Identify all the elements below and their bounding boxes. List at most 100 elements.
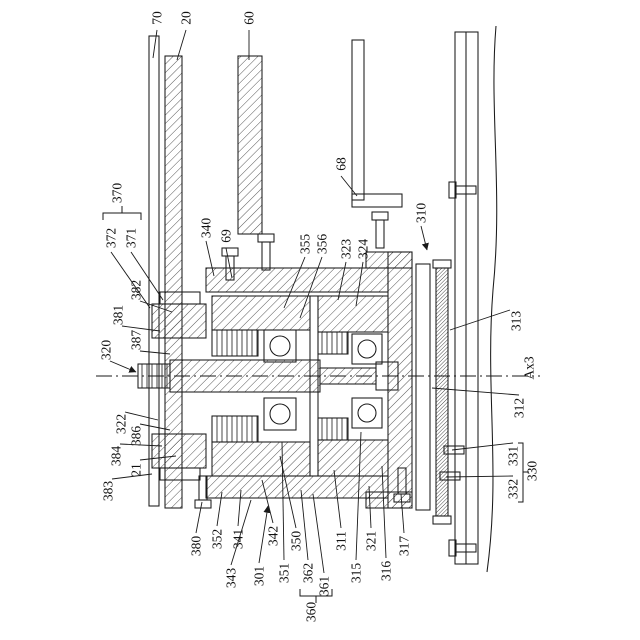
ref-label-60: 60 [242,11,257,60]
ref-number-381: 381 [111,305,126,325]
ref-number-324: 324 [356,239,371,260]
leader-line-343 [230,499,252,566]
leader-line-381 [121,325,161,332]
ref-number-317: 317 [397,536,412,557]
leader-line-371 [130,251,164,301]
ref-label-371: 371 [124,228,164,301]
brace-330 [518,442,529,503]
ref-label-312: 312 [431,387,527,418]
ref-label-21: 21 [129,455,177,477]
ref-number-343: 343 [224,568,239,589]
ref-number-362: 362 [301,563,316,583]
ref-label-68: 68 [334,157,358,197]
leader-line-310 [420,225,429,251]
ref-label-343: 343 [224,499,252,589]
ref-number-332: 332 [506,479,521,499]
ref-label-313: 313 [449,309,524,331]
plate-20 [164,55,183,509]
ref-label-352: 352 [210,491,225,549]
ref-label-362: 362 [300,489,316,583]
ref-label-301: 301 [252,505,271,586]
ref-number-301: 301 [252,566,267,586]
ref-label-316: 316 [379,465,394,582]
ref-number-68: 68 [334,157,349,171]
ref-number-382: 382 [129,280,144,300]
fastener-331 [443,445,465,455]
ref-number-361: 361 [317,576,332,596]
housing-plate-310 [365,251,413,509]
ref-number-380: 380 [189,536,204,557]
leader-line-342 [261,479,274,524]
ref-label-386: 386 [129,423,171,446]
leader-line-352 [216,491,223,527]
ref-number-316: 316 [379,561,394,582]
ref-number-311: 311 [334,531,349,551]
ref-number-387: 387 [129,330,144,351]
ref-label-382: 382 [129,280,173,313]
ref-number-384: 384 [109,446,124,467]
ref-number-312: 312 [512,398,527,418]
leader-line-351 [281,441,285,561]
leader-line-384 [119,443,163,447]
ref-label-330: 330 [525,461,540,482]
ref-label-370: 370 [110,183,125,204]
ref-number-370: 370 [110,183,125,204]
leader-line-321 [368,485,372,529]
ref-number-320: 320 [99,340,114,361]
base-plate-bolt-top [448,181,477,199]
ref-number-69: 69 [219,229,234,243]
ref-number-331: 331 [506,446,521,466]
ref-label-342: 342 [261,479,281,546]
ref-label-356: 356 [299,234,330,319]
ref-label-322: 322 [114,411,159,434]
leader-line-331 [451,442,514,451]
ref-label-323: 323 [337,239,354,301]
leader-line-372 [110,251,151,309]
leader-line-386 [139,423,171,431]
ref-number-340: 340 [199,218,214,239]
ref-label-20: 20 [176,11,194,61]
leader-line-315 [355,431,362,561]
ref-number-310: 310 [414,203,429,224]
ref-label-324: 324 [355,239,371,307]
ref-label-317: 317 [397,493,412,557]
ref-number-356: 356 [315,234,330,255]
ref-label-340: 340 [199,218,215,277]
strip-313 [432,259,452,525]
ref-label-320: 320 [99,340,137,373]
bracket-68 [351,39,403,208]
brace-360 [299,589,333,603]
ref-label-341: 341 [231,489,246,549]
ref-label-331: 331 [451,442,521,466]
plate-312 [415,263,431,511]
bearing-351 [263,397,297,431]
ref-number-355: 355 [298,234,313,255]
ref-label-384: 384 [109,443,163,467]
ref-number-341: 341 [231,529,246,549]
ref-label-315: 315 [349,431,364,583]
leader-line-301 [258,505,271,564]
ref-number-350: 350 [289,531,304,552]
leader-line-362 [300,489,309,561]
leader-line-70 [152,29,158,59]
leader-line-323 [337,261,347,301]
ref-number-342: 342 [266,526,281,546]
leader-line-324 [355,261,364,307]
leader-line-356 [299,256,323,319]
ref-number-60: 60 [242,11,257,25]
leader-line-341 [237,489,242,527]
gear-stage-2 [309,295,389,477]
base-plate [454,31,479,565]
leader-line-380 [195,501,203,534]
ref-label-351: 351 [277,441,292,583]
bolt-69 [221,247,239,281]
leader-line-313 [449,309,511,331]
ref-number-70: 70 [150,11,165,25]
bearing-315 [351,333,383,365]
plate-70 [148,35,160,507]
brace-370 [102,206,142,220]
ref-label-332: 332 [445,475,521,499]
bearing-316 [351,397,383,429]
leader-line-320 [109,360,137,373]
